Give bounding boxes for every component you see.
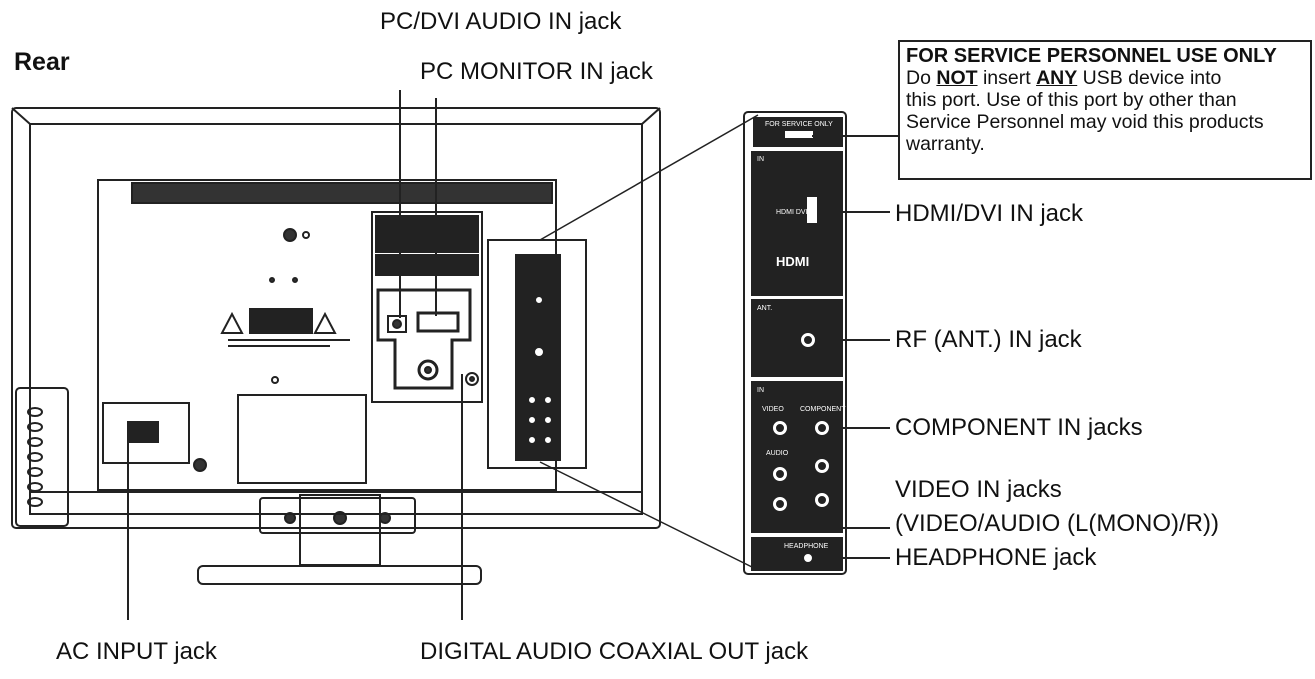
warning-label <box>220 308 350 347</box>
stand-neck <box>299 494 381 566</box>
panel-text-ant: ANT. <box>757 305 772 312</box>
vga-port <box>416 311 460 333</box>
headphone-jack <box>802 552 814 564</box>
panel-text-hdmi-small: HDMI DVI <box>776 209 808 216</box>
label-rf-ant-in: RF (ANT.) IN jack <box>895 326 1082 353</box>
label-video-in-1: VIDEO IN jacks <box>895 476 1062 503</box>
label-pc-dvi-audio-in: PC/DVI AUDIO IN jack <box>380 8 622 35</box>
service-note-heading: FOR SERVICE PERSONNEL USE ONLY <box>906 45 1277 67</box>
label-digital-audio-out: DIGITAL AUDIO COAXIAL OUT jack <box>420 638 809 665</box>
side-control-panel <box>15 387 69 527</box>
panel-text-audio: AUDIO <box>766 450 789 457</box>
panel-text-in-top: IN <box>757 156 764 163</box>
rating-label <box>237 394 367 484</box>
label-headphone: HEADPHONE jack <box>895 544 1097 571</box>
hdmi-port <box>805 195 819 225</box>
pc-terminal-area <box>371 211 483 403</box>
service-note-line1: Do NOT insert ANY USB device into <box>906 67 1222 89</box>
label-ac-input: AC INPUT jack <box>56 638 217 665</box>
service-note-line2: this port. Use of this port by other tha… <box>906 89 1237 111</box>
side-buttons <box>27 407 43 507</box>
stand-base <box>197 565 482 585</box>
side-terminal-small <box>487 239 587 469</box>
label-hdmi-dvi-in: HDMI/DVI IN jack <box>895 200 1084 227</box>
panel-text-video: VIDEO <box>762 406 784 413</box>
service-note-box: FOR SERVICE PERSONNEL USE ONLY Do NOT in… <box>898 40 1312 180</box>
panel-text-service-only: FOR SERVICE ONLY <box>765 121 833 128</box>
screw-hole <box>283 228 297 242</box>
panel-text-component: COMPONENT <box>800 406 846 413</box>
leader-lines <box>127 90 898 620</box>
label-component-in: COMPONENT IN jacks <box>895 414 1143 441</box>
label-pc-monitor-in: PC MONITOR IN jack <box>420 58 653 85</box>
ac-input-housing <box>102 402 190 464</box>
service-note-line4: warranty. <box>906 133 985 155</box>
service-note-line3: Service Personnel may void this products <box>906 111 1264 133</box>
panel-text-hdmi-logo: HDMI <box>776 254 809 269</box>
panel-text-headphone-small: HEADPHONE <box>784 543 829 550</box>
enlarged-terminal-panel <box>743 111 847 575</box>
usb-service-port <box>783 129 815 140</box>
panel-text-in-bottom: IN <box>757 387 764 394</box>
vent-grille <box>131 182 553 204</box>
figure-title: Rear <box>14 48 70 76</box>
tv-outer-frame <box>11 107 661 529</box>
label-video-in-2: (VIDEO/AUDIO (L(MONO)/R)) <box>895 510 1219 537</box>
